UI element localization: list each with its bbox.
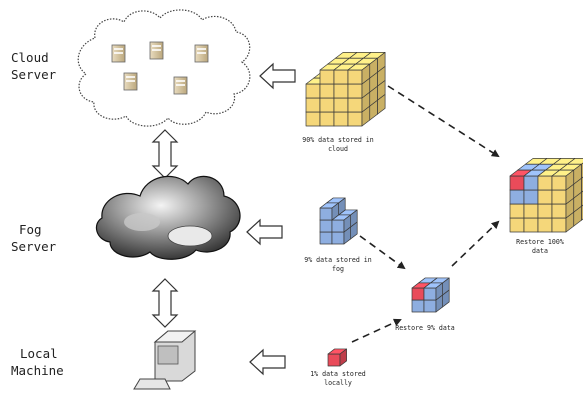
local-store-arrow bbox=[249, 348, 286, 376]
tier-label-fog-line1: Fog bbox=[19, 222, 42, 237]
caption-restore-9: Restore 9% data bbox=[395, 324, 455, 332]
caption-local-store-line2: locally bbox=[324, 379, 352, 387]
server-icon bbox=[149, 41, 164, 60]
tier-label-local-machine: Local Machine bbox=[11, 346, 64, 378]
data-cube bbox=[347, 63, 371, 85]
storm-cloud-icon bbox=[95, 175, 241, 260]
restore-100-percent-cube-block bbox=[509, 158, 583, 233]
data-cube bbox=[423, 282, 443, 301]
caption-cloud-store: 90% data stored in cloud bbox=[302, 136, 373, 153]
local-to-restore-dashed-arrow bbox=[351, 318, 402, 343]
tier-label-cloud-line2: Server bbox=[11, 67, 57, 82]
cloud-with-servers-icon bbox=[77, 9, 251, 127]
tier-label-fog-server: Fog Server bbox=[11, 222, 57, 254]
server-icon bbox=[194, 44, 209, 63]
tier-label-cloud-server: Cloud Server bbox=[11, 50, 57, 82]
tier-label-fog-line2: Server bbox=[11, 239, 57, 254]
cloud-data-cube-block bbox=[305, 52, 386, 127]
server-icon bbox=[173, 76, 188, 95]
server-icon bbox=[111, 44, 126, 63]
restore-9-percent-cube-block bbox=[411, 277, 450, 313]
server-icon bbox=[123, 72, 138, 91]
tier-label-cloud-line1: Cloud bbox=[11, 50, 49, 65]
data-cube bbox=[327, 348, 347, 367]
tier-label-local-line2: Machine bbox=[11, 363, 64, 378]
caption-fog-store-line2: fog bbox=[332, 265, 344, 273]
local-data-cube-block bbox=[327, 348, 347, 367]
caption-restore-9-line1: Restore 9% data bbox=[395, 324, 455, 332]
data-cube bbox=[551, 169, 575, 191]
cloud-fog-link-arrow bbox=[151, 129, 179, 179]
caption-local-store: 1% data stored locally bbox=[310, 370, 366, 387]
cloud-upload-arrow bbox=[259, 62, 296, 90]
fog-upload-arrow bbox=[246, 218, 283, 246]
caption-fog-store: 9% data stored in fog bbox=[304, 256, 372, 273]
cloud-to-restore-dashed-arrow bbox=[387, 85, 500, 158]
caption-local-store-line1: 1% data stored bbox=[310, 370, 366, 378]
caption-fog-store-line1: 9% data stored in bbox=[304, 256, 372, 264]
desktop-computer-icon bbox=[133, 330, 197, 390]
data-cube bbox=[319, 202, 339, 221]
caption-cloud-store-line1: 90% data stored in bbox=[302, 136, 373, 144]
fog-data-cube-block bbox=[319, 197, 358, 245]
caption-restore-100: Restore 100% data bbox=[516, 238, 564, 255]
caption-restore-100-line1: Restore 100% bbox=[516, 238, 564, 246]
fog-to-restore-dashed-arrow bbox=[359, 235, 406, 270]
tier-label-local-line1: Local bbox=[20, 346, 58, 361]
fog-local-link-arrow bbox=[151, 278, 179, 328]
restore-9-to-100-dashed-arrow bbox=[451, 220, 500, 267]
caption-cloud-store-line2: cloud bbox=[328, 145, 348, 153]
caption-restore-100-line2: data bbox=[532, 247, 548, 255]
